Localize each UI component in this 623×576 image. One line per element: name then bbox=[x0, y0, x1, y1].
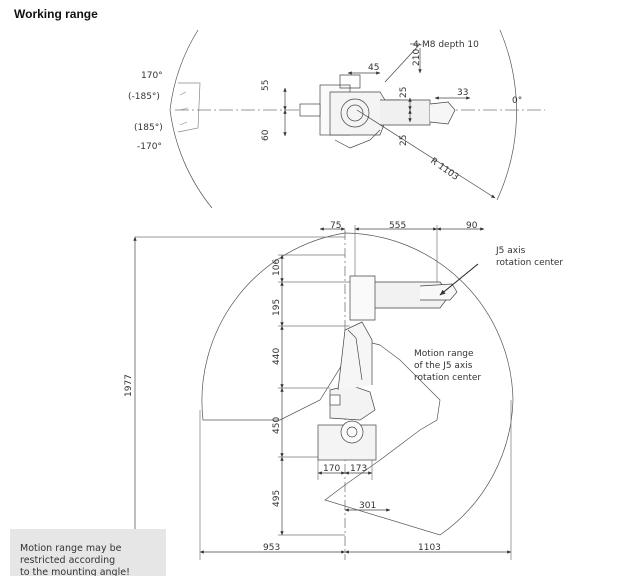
dim-106: 106 bbox=[272, 259, 282, 276]
dim-55: 55 bbox=[261, 80, 271, 91]
dim-450: 450 bbox=[272, 417, 282, 434]
note-line-1: Motion range may be bbox=[20, 543, 122, 554]
angle-lower-alt: (185°) bbox=[134, 123, 163, 133]
side-range-outer bbox=[201, 232, 514, 536]
angle-upper-alt: (-185°) bbox=[128, 92, 160, 102]
top-range-arc-right bbox=[496, 29, 517, 201]
robot-top-view bbox=[299, 74, 456, 149]
angle-lower: -170° bbox=[137, 142, 162, 152]
mount-label: 4-M8 depth 10 bbox=[413, 40, 479, 50]
dim-953: 953 bbox=[263, 543, 280, 553]
dim-25a: 25 bbox=[399, 87, 409, 98]
dim-555: 555 bbox=[389, 221, 406, 231]
j5-label-2: rotation center bbox=[496, 258, 563, 268]
j5-leader bbox=[439, 263, 479, 296]
dim-440: 440 bbox=[272, 348, 282, 365]
top-view bbox=[169, 29, 545, 209]
note-line-2: restricted according bbox=[20, 555, 116, 566]
note-line-3: to the mounting angle! bbox=[20, 567, 130, 576]
dim-75: 75 bbox=[330, 221, 341, 231]
angle-upper: 170° bbox=[141, 71, 163, 81]
dim-1977: 1977 bbox=[124, 374, 134, 397]
dim-90: 90 bbox=[466, 221, 478, 231]
dim-1103: 1103 bbox=[418, 543, 441, 553]
dim-25b: 25 bbox=[399, 135, 409, 146]
page-title: Working range bbox=[14, 7, 98, 21]
dim-170: 170 bbox=[323, 464, 340, 474]
mounting-note: Motion range may be restricted according… bbox=[10, 529, 166, 576]
j5-label-1: J5 axis bbox=[495, 246, 526, 256]
angle-zero: 0° bbox=[512, 96, 522, 106]
dim-33: 33 bbox=[457, 88, 468, 98]
robot-side-view bbox=[317, 275, 458, 461]
dim-45: 45 bbox=[368, 63, 379, 73]
dim-173: 173 bbox=[350, 464, 367, 474]
dim-60: 60 bbox=[261, 129, 271, 141]
radius-label: R 1103 bbox=[428, 156, 460, 183]
dim-210: 210 bbox=[412, 49, 422, 66]
motion-label-3: rotation center bbox=[414, 373, 481, 383]
dim-495: 495 bbox=[272, 490, 282, 507]
side-view bbox=[133, 225, 514, 560]
dim-301: 301 bbox=[359, 501, 376, 511]
motion-label-2: of the J5 axis bbox=[414, 361, 473, 371]
motion-label-1: Motion range bbox=[414, 349, 474, 359]
top-range-arc bbox=[169, 29, 213, 209]
dim-195: 195 bbox=[272, 299, 282, 316]
